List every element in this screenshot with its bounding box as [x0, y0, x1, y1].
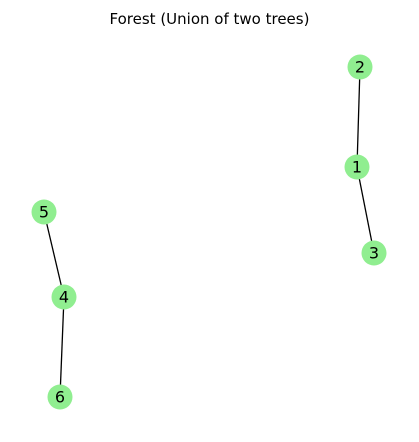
node-4: 4 — [51, 284, 77, 310]
edge-2-1 — [356, 66, 361, 168]
node-label: 1 — [352, 158, 362, 177]
node-1: 1 — [344, 154, 370, 180]
node-3: 3 — [361, 240, 387, 266]
node-circle — [361, 240, 387, 266]
edge-4-6 — [59, 296, 65, 398]
node-layer: 2 1 3 5 4 6 — [31, 54, 387, 410]
node-circle — [344, 154, 370, 180]
node-circle — [51, 284, 77, 310]
diagram-title: Forest (Union of two trees) — [110, 10, 310, 28]
node-circle — [47, 384, 73, 410]
node-label: 3 — [369, 244, 379, 263]
node-6: 6 — [47, 384, 73, 410]
node-5: 5 — [31, 199, 57, 225]
node-2: 2 — [347, 54, 373, 80]
node-label: 5 — [39, 203, 49, 222]
edge-1-3 — [356, 166, 375, 254]
edge-layer — [43, 66, 375, 398]
node-circle — [347, 54, 373, 80]
node-label: 6 — [55, 388, 65, 407]
edge-5-4 — [43, 211, 65, 298]
node-label: 4 — [59, 288, 69, 307]
node-label: 2 — [355, 58, 365, 77]
node-circle — [31, 199, 57, 225]
